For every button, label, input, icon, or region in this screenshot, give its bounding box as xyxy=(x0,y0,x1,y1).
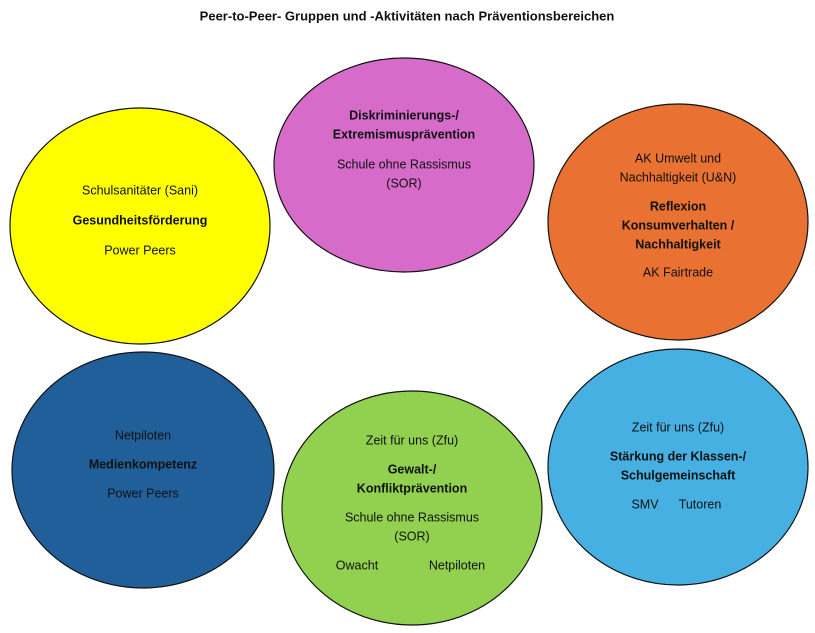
ellipse-discrimination xyxy=(273,57,535,273)
group-smv: SMV xyxy=(631,497,659,512)
heading-discrimination-1: Diskriminierungs-/ xyxy=(349,108,459,123)
group-power-peers-media: Power Peers xyxy=(107,486,179,501)
ellipse-consumption xyxy=(547,103,809,341)
heading-community-1: Stärkung der Klassen-/ xyxy=(609,449,747,464)
group-zfu: Zeit für uns (Zfu) xyxy=(365,433,459,448)
group-netpiloten: Netpiloten xyxy=(114,428,172,443)
group-sor-violence-2: (SOR) xyxy=(394,529,430,544)
ellipse-community xyxy=(547,348,809,586)
group-owacht: Owacht xyxy=(335,558,379,573)
ellipse-violence xyxy=(281,390,543,626)
group-sor-1: Schule ohne Rassismus xyxy=(336,157,472,172)
group-fairtrade: AK Fairtrade xyxy=(642,265,714,280)
group-tutoren: Tutoren xyxy=(678,497,722,512)
heading-consumption-2: Konsumverhalten / xyxy=(621,218,735,233)
group-power-peers: Power Peers xyxy=(104,243,176,258)
group-sani: Schulsanitäter (Sani) xyxy=(81,183,199,198)
heading-violence-1: Gewalt-/ xyxy=(387,462,437,477)
group-sor-violence-1: Schule ohne Rassismus xyxy=(344,510,480,525)
heading-health: Gesundheitsförderung xyxy=(72,213,208,228)
ellipse-health xyxy=(9,107,271,345)
group-un-2: Nachhaltigkeit (U&N) xyxy=(619,170,737,185)
group-netpiloten-violence: Netpiloten xyxy=(428,558,486,573)
heading-discrimination-2: Extremismusprävention xyxy=(332,127,476,142)
heading-violence-2: Konfliktprävention xyxy=(356,481,468,496)
heading-community-2: Schulgemeinschaft xyxy=(620,468,736,483)
group-un-1: AK Umwelt und xyxy=(634,151,722,166)
ellipse-media xyxy=(11,351,275,589)
heading-media: Medienkompetenz xyxy=(88,457,198,472)
heading-consumption-1: Reflexion xyxy=(649,199,707,214)
group-sor-2: (SOR) xyxy=(386,176,422,191)
heading-consumption-3: Nachhaltigkeit xyxy=(635,237,721,252)
diagram-title: Peer-to-Peer- Gruppen und -Aktivitäten n… xyxy=(199,8,615,24)
group-zfu-community: Zeit für uns (Zfu) xyxy=(631,420,725,435)
